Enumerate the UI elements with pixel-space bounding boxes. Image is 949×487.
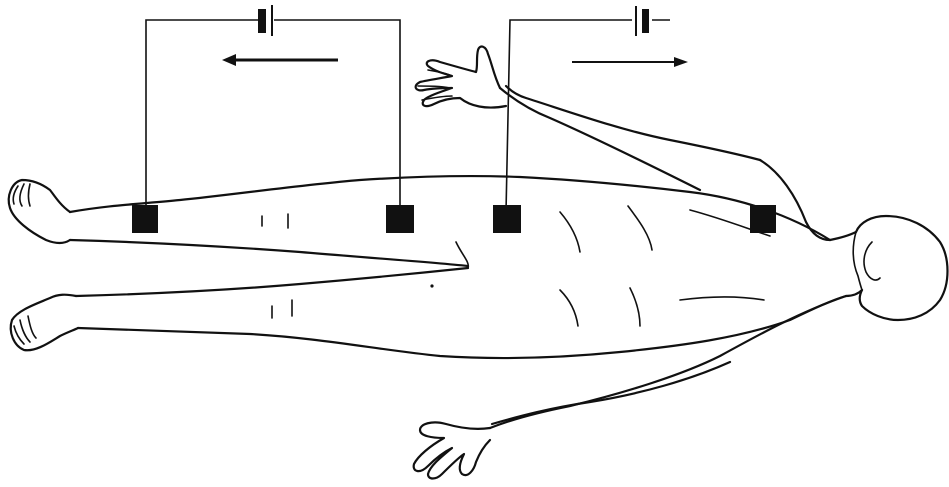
knee-mark-lower	[272, 300, 292, 318]
body-upper-contour	[70, 176, 830, 240]
ear	[864, 242, 880, 280]
lower-hand	[414, 422, 490, 478]
electrodes	[132, 205, 776, 233]
chest-line-1	[628, 206, 652, 250]
navel-dot	[430, 284, 433, 287]
right-battery-icon	[636, 6, 649, 36]
electrode-2	[386, 205, 414, 233]
right-current-arrow-icon	[572, 57, 688, 67]
pec-line	[680, 297, 764, 300]
lower-arm-inner	[492, 362, 730, 424]
body-lower-contour	[78, 296, 846, 358]
lower-arm-outer	[490, 296, 846, 428]
neck-upper	[830, 232, 856, 240]
human-body-outline	[9, 47, 948, 479]
chest-line-2	[630, 288, 640, 326]
upper-inner-leg	[70, 240, 468, 266]
electrode-4	[750, 205, 776, 233]
head	[856, 216, 948, 320]
abdomen-line-2	[560, 290, 578, 326]
upper-arm-inner	[506, 86, 760, 160]
upper-foot	[9, 180, 70, 243]
right-circuit	[506, 6, 688, 212]
lower-inner-leg	[76, 268, 468, 296]
chin	[853, 232, 862, 290]
upper-toes	[13, 184, 30, 206]
left-battery-icon	[258, 5, 272, 36]
upper-fingers	[418, 70, 452, 100]
lower-toes	[14, 316, 36, 344]
knee-mark-upper	[262, 214, 288, 228]
left-current-arrow-icon	[222, 54, 338, 66]
electrode-3	[493, 205, 521, 233]
electrode-1	[132, 205, 158, 233]
left-circuit-wire-left	[146, 20, 258, 212]
abdomen-line-1	[560, 212, 580, 252]
